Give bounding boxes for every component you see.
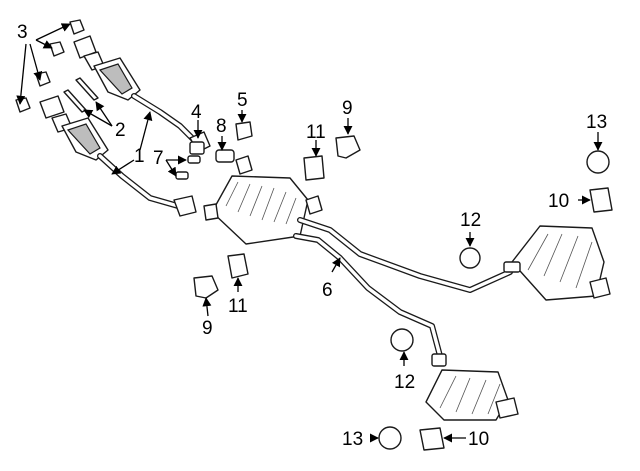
muffler-right	[503, 225, 611, 301]
sensor-8	[215, 149, 235, 163]
insulator-13-upper	[586, 150, 610, 174]
callout-13-lower: 13	[342, 429, 363, 450]
callout-labels: 3 2 1 4 5 8 7 11 9 6 11 9 12 12 13 10 13…	[17, 22, 607, 450]
catalytic-converter-lower	[39, 95, 197, 217]
bracket-9-upper	[335, 135, 361, 159]
gasket-4	[189, 141, 205, 155]
callout-2: 2	[115, 120, 126, 141]
leader-lines	[16, 23, 603, 443]
bracket-9-lower	[193, 275, 219, 299]
callout-11-lower: 11	[228, 296, 248, 317]
callout-6: 6	[322, 280, 333, 301]
callout-12-lower: 12	[394, 372, 415, 393]
insulator-13-lower	[378, 426, 402, 450]
center-resonator	[203, 155, 323, 245]
callout-4: 4	[191, 102, 202, 123]
callout-10-upper: 10	[548, 191, 569, 212]
bracket-10-upper	[589, 187, 613, 213]
intermediate-pipes-6	[293, 217, 513, 359]
callout-9-upper: 9	[342, 98, 353, 119]
insulator-12-lower	[390, 328, 414, 352]
callout-3: 3	[17, 22, 28, 43]
callout-9-lower: 9	[202, 318, 213, 339]
callout-8: 8	[216, 116, 227, 137]
callout-13-upper: 13	[586, 112, 607, 133]
callout-7: 7	[153, 148, 164, 169]
callout-5: 5	[237, 90, 248, 111]
clamp-5	[235, 121, 253, 141]
muffler-left	[425, 353, 519, 421]
callout-12-upper: 12	[460, 210, 481, 231]
callout-1: 1	[134, 146, 145, 167]
callout-10-lower: 10	[468, 429, 489, 450]
hanger-11-lower	[227, 253, 249, 279]
hanger-11-upper	[303, 155, 325, 181]
insulator-12-upper	[459, 247, 481, 269]
bracket-10-lower	[419, 427, 445, 451]
stud-bolts	[63, 77, 99, 113]
callout-11-upper: 11	[306, 122, 326, 143]
